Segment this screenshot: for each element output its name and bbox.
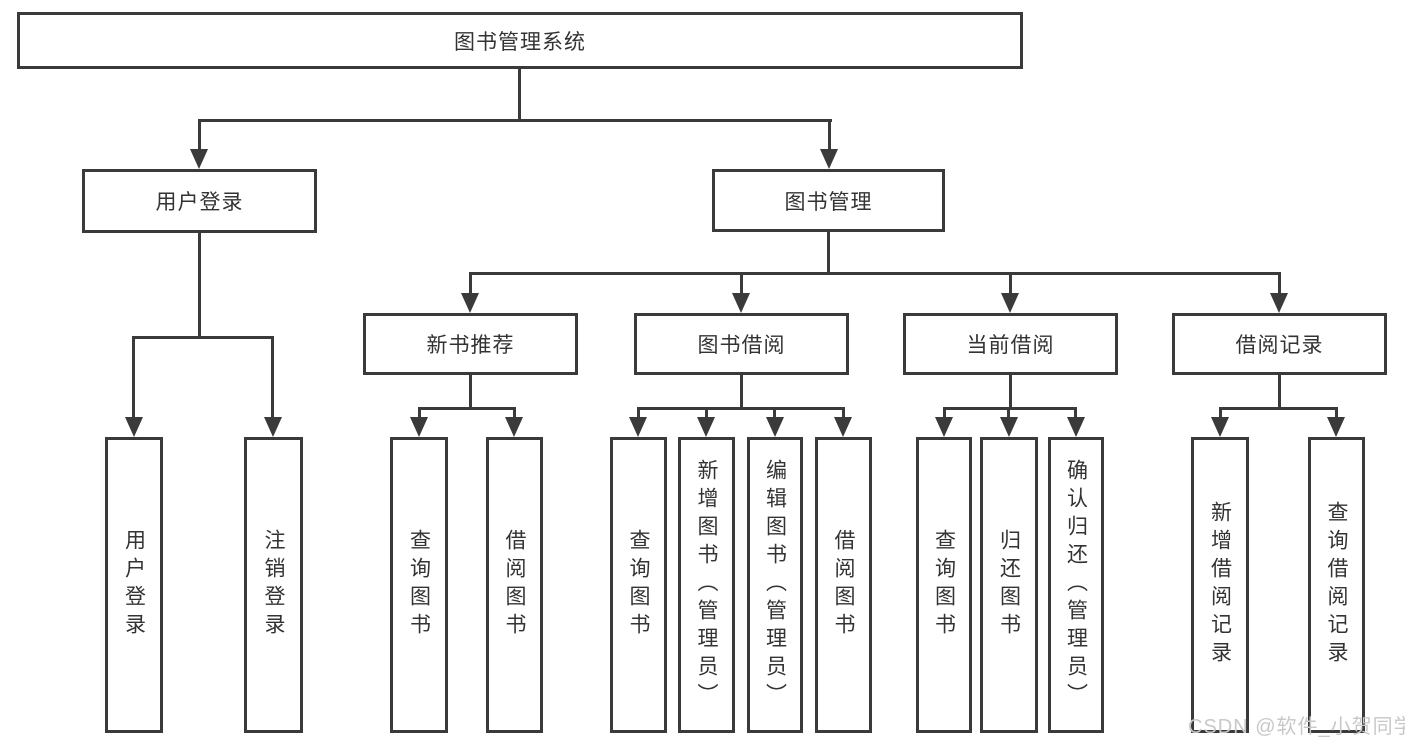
arrow-down-icon [125,417,143,437]
connector-vline [705,407,708,420]
leaf-cur-return-books: 归还图书 [980,437,1038,733]
leaf-label: 借阅图书 [503,529,526,641]
arrow-down-icon [1270,293,1288,313]
leaf-rcd-query-borrow-record: 查询借阅记录 [1308,437,1365,733]
connector-vline [1009,272,1012,295]
node-label: 新书推荐 [426,334,515,357]
arrow-down-icon [1211,417,1229,437]
leaf-bor-add-book-admin: 新增图书（管理员） [678,437,735,733]
arrow-down-icon [1327,417,1345,437]
leaf-label: 编辑图书（管理员） [763,459,787,711]
node-label: 图书借阅 [697,334,786,357]
connector-hline [132,336,274,339]
connector-vline [198,119,201,151]
leaf-logout-login: 注销登录 [244,437,303,733]
leaf-label: 查询图书 [932,529,956,641]
node-label: 用户登录 [155,191,244,214]
leaf-label: 注销登录 [262,529,285,641]
connector-hline [198,119,832,122]
node-borrowing-records: 借阅记录 [1172,313,1387,375]
node-user-login: 用户登录 [82,169,317,233]
arrow-down-icon [766,417,784,437]
arrow-down-icon [697,417,715,437]
connector-hline [637,407,845,410]
leaf-cur-confirm-return-admin: 确认归还（管理员） [1048,437,1104,733]
leaf-label: 查询借阅记录 [1325,501,1348,669]
leaf-user-login: 用户登录 [105,437,163,733]
connector-vline [637,407,640,420]
arrow-down-icon [629,417,647,437]
arrow-down-icon [1001,293,1019,313]
leaf-rcd-add-borrow-record: 新增借阅记录 [1191,437,1249,733]
node-book-management: 图书管理 [712,169,945,232]
arrow-down-icon [461,293,479,313]
arrow-down-icon [505,417,523,437]
arrow-down-icon [732,293,750,313]
arrow-down-icon [935,417,953,437]
node-label: 当前借阅 [966,334,1055,357]
connector-vline [132,336,135,419]
leaf-bor-query-books: 查询图书 [610,437,667,733]
arrow-down-icon [1000,417,1018,437]
arrow-down-icon [820,149,838,169]
connector-hline [1219,407,1337,410]
leaf-label: 借阅图书 [832,529,855,641]
leaf-rec-query-books: 查询图书 [390,437,448,733]
connector-vline [842,407,845,420]
node-label: 借阅记录 [1235,334,1324,357]
connector-vline [198,233,201,336]
leaf-bor-edit-book-admin: 编辑图书（管理员） [747,437,803,733]
leaf-rec-borrow-books: 借阅图书 [486,437,543,733]
connector-hline [469,272,1281,275]
connector-vline [271,336,274,419]
leaf-label: 确认归还（管理员） [1064,459,1088,711]
arrow-down-icon [264,417,282,437]
connector-vline [513,407,516,420]
connector-vline [518,69,521,119]
connector-vline [1278,272,1281,295]
leaf-label: 用户登录 [122,529,146,641]
node-library-system: 图书管理系统 [17,12,1023,69]
leaf-label: 新增借阅记录 [1208,501,1232,669]
node-label: 图书管理 [784,190,873,214]
node-book-borrowing: 图书借阅 [634,313,849,375]
arrow-down-icon [410,417,428,437]
leaf-label: 查询图书 [627,529,650,641]
leaf-bor-borrow-books: 借阅图书 [815,437,872,733]
connector-vline [1278,375,1281,407]
connector-vline [740,375,743,407]
connector-hline [943,407,1077,410]
node-current-borrowing: 当前借阅 [903,313,1118,375]
connector-vline [828,119,831,151]
connector-vline [469,272,472,295]
leaf-label: 新增图书（管理员） [695,459,718,711]
connector-vline [1074,407,1077,420]
connector-vline [418,407,421,420]
watermark-text: CSDN @软件_小贺同学 [1188,716,1405,738]
connector-vline [1335,407,1338,420]
leaf-cur-query-books: 查询图书 [916,437,972,733]
connector-vline [827,232,830,272]
node-label: 图书管理系统 [454,30,586,54]
connector-vline [1219,407,1222,420]
connector-vline [1009,375,1012,407]
arrow-down-icon [1067,417,1085,437]
connector-vline [740,272,743,295]
arrow-down-icon [834,417,852,437]
connector-vline [1007,407,1010,420]
leaf-label: 归还图书 [997,529,1021,641]
connector-vline [469,375,472,407]
connector-vline [943,407,946,420]
connector-hline [418,407,516,410]
arrow-down-icon [190,149,208,169]
leaf-label: 查询图书 [407,529,431,641]
node-new-book-recommendation: 新书推荐 [363,313,578,375]
connector-vline [773,407,776,420]
